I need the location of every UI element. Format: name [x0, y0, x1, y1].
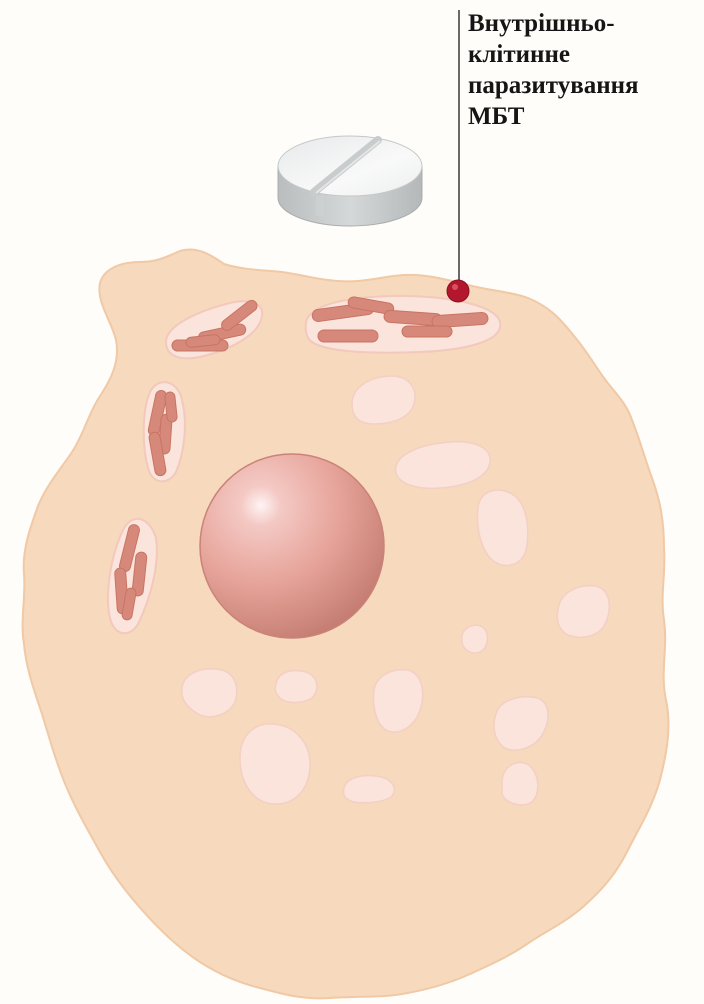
annotation-label: Внутрішньо- клітинне паразитування МБТ — [468, 8, 700, 132]
vacuole — [240, 724, 310, 804]
annotation-line-3: паразитування — [468, 70, 700, 101]
phagosome — [144, 382, 185, 481]
vacuole — [275, 671, 317, 703]
vacuole — [462, 625, 488, 653]
annotation-line-1: Внутрішньо- — [468, 8, 700, 39]
pill-icon — [278, 136, 422, 226]
bacillus — [318, 330, 378, 342]
vacuole — [502, 762, 538, 804]
nucleus — [200, 454, 384, 638]
annotation-line-4: МБТ — [468, 101, 700, 132]
annotation-pointer-dot — [447, 280, 469, 302]
vacuole — [343, 776, 394, 803]
annotation-line-2: клітинне — [468, 39, 700, 70]
bacillus — [402, 326, 452, 337]
phagosome — [306, 296, 501, 353]
